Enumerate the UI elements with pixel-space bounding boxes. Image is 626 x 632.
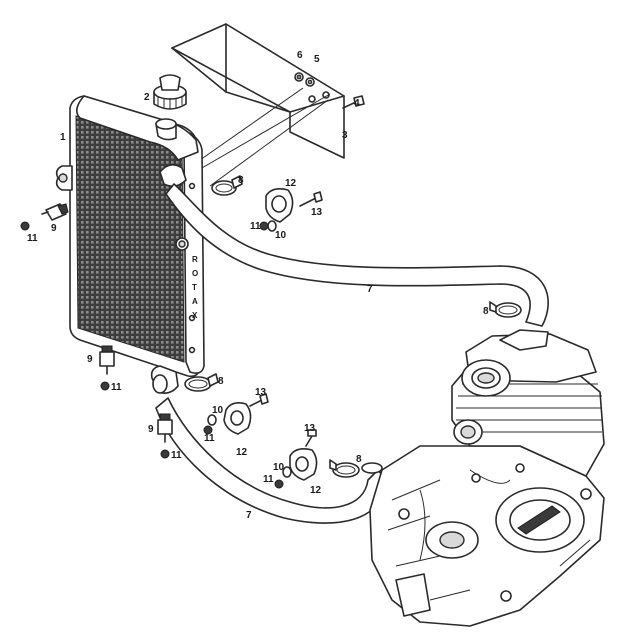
washer-6 [294, 72, 304, 82]
washer-10-lower [282, 466, 292, 478]
callout-13-a: 13 [311, 207, 323, 218]
lower-coolant-hose [155, 397, 387, 524]
callout-11-e: 11 [171, 450, 182, 461]
nut-11-d [203, 425, 213, 435]
nut-5 [305, 77, 315, 87]
nut-11-f [274, 479, 284, 489]
mounting-bracket [171, 23, 345, 159]
hose-clip-lower [289, 448, 318, 481]
brand-letter-1: R [192, 255, 198, 264]
brand-letter-4: A [192, 297, 198, 306]
callout-8-c: 8 [218, 376, 224, 387]
callout-9-a: 9 [51, 223, 57, 234]
hose-clamp-lower-radiator [184, 373, 219, 392]
screw-13-upper [299, 191, 323, 207]
radiator-cap [153, 74, 187, 110]
rubber-mount-upper [41, 203, 69, 221]
hose-clamp-upper-radiator [211, 175, 243, 196]
nut-11-b [259, 221, 269, 231]
hose-clamp-upper-engine [489, 301, 522, 318]
callout-2: 2 [144, 92, 150, 103]
brand-letter-5: X [192, 311, 198, 320]
callout-3: 3 [342, 130, 348, 141]
hose-clamp-lower-engine [329, 459, 360, 478]
nut-11-e [160, 449, 170, 459]
callout-10-c: 10 [273, 462, 285, 473]
callout-11-a: 11 [27, 233, 38, 244]
callout-13-c: 13 [304, 423, 316, 434]
callout-9-c: 9 [148, 424, 154, 435]
washer-10-middle [207, 414, 217, 426]
callout-13-b: 13 [255, 387, 267, 398]
callout-11-b: 11 [250, 221, 261, 232]
radiator: R O T A X [55, 95, 205, 394]
callout-11-f: 11 [263, 474, 274, 485]
callout-12-a: 12 [285, 178, 297, 189]
callout-12-c: 12 [310, 485, 322, 496]
rubber-mount-lower [157, 413, 173, 443]
callout-9-b: 9 [87, 354, 93, 365]
leader-lines [187, 87, 331, 187]
callout-11-d: 11 [204, 433, 215, 444]
callout-1: 1 [60, 132, 66, 143]
hose-clip-upper [265, 188, 294, 223]
callout-labels: 1 2 3 4 5 6 7 7 8 8 8 8 9 9 9 10 10 10 1… [27, 50, 489, 521]
callout-12-b: 12 [236, 447, 248, 458]
screw-4 [342, 95, 365, 109]
brand-letter-3: T [192, 283, 197, 292]
nut-11-c [100, 381, 110, 391]
callout-8-b: 8 [483, 306, 489, 317]
callout-8-a: 8 [238, 175, 244, 186]
callout-8-d: 8 [356, 454, 362, 465]
callout-10-a: 10 [275, 230, 287, 241]
nut-11-a [20, 221, 30, 231]
screw-13-lower [305, 429, 317, 447]
hose-clip-middle [223, 402, 252, 435]
callout-4: 4 [354, 98, 360, 109]
screw-13-middle [249, 393, 269, 407]
engine-block [369, 329, 605, 627]
callout-10-b: 10 [212, 405, 224, 416]
callout-6: 6 [297, 50, 303, 61]
callout-11-c: 11 [111, 382, 122, 393]
callout-7-upper: 7 [367, 284, 373, 295]
callout-5: 5 [314, 54, 320, 65]
brand-label-vertical: R O T A X [192, 255, 198, 320]
brand-letter-2: O [192, 269, 198, 278]
upper-coolant-hose [165, 183, 549, 327]
callout-7-lower: 7 [246, 510, 252, 521]
rubber-mount-middle [99, 345, 115, 375]
